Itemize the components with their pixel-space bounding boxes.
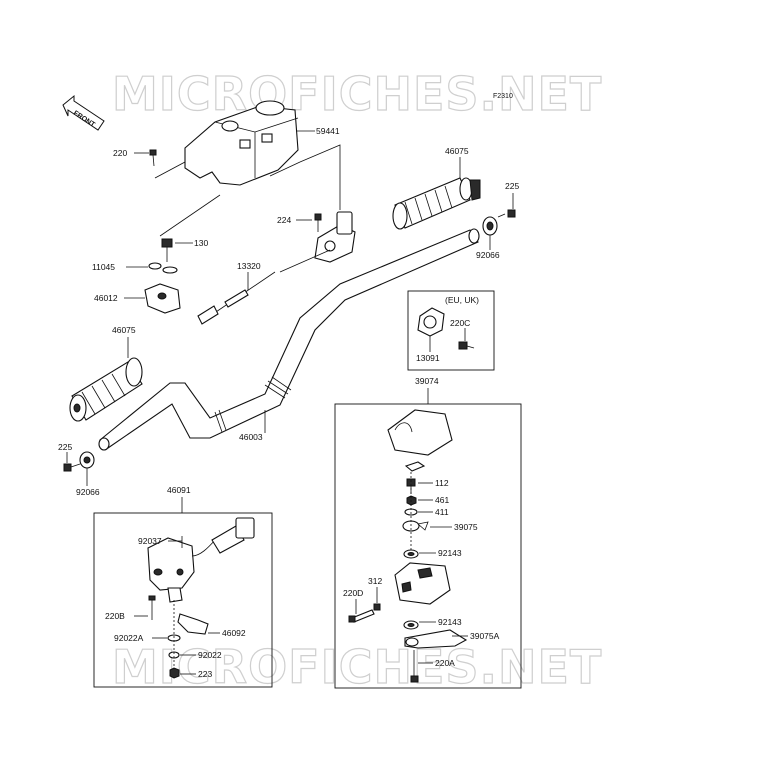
label-46091: 46091 bbox=[167, 485, 191, 495]
label-312: 312 bbox=[368, 576, 382, 586]
label-92066-top: 92066 bbox=[476, 250, 500, 260]
label-46012: 46012 bbox=[94, 293, 118, 303]
spring-39075 bbox=[402, 520, 429, 532]
screw-220C bbox=[458, 341, 475, 350]
label-13091: 13091 bbox=[416, 353, 440, 363]
label-130: 130 bbox=[194, 238, 208, 248]
label-46092: 46092 bbox=[222, 628, 246, 638]
switch-housing-left bbox=[147, 537, 195, 603]
clamp-46012 bbox=[144, 283, 181, 314]
screw-220A bbox=[410, 650, 419, 683]
screw-312 bbox=[373, 603, 381, 611]
throttle-housing bbox=[279, 211, 356, 273]
label-461: 461 bbox=[435, 495, 449, 505]
label-223: 223 bbox=[198, 669, 212, 679]
oring-92143-a bbox=[403, 549, 419, 559]
bolt-130 bbox=[161, 238, 173, 262]
lever-46092 bbox=[177, 613, 209, 635]
small-clip bbox=[404, 461, 426, 472]
figure-code: F2310 bbox=[493, 93, 513, 100]
handlebar-cover bbox=[184, 100, 299, 186]
left-grip bbox=[69, 357, 143, 422]
label-220B: 220B bbox=[105, 611, 125, 621]
connector-46091 bbox=[191, 517, 255, 557]
left-switch-box bbox=[93, 512, 273, 688]
washer-11045 bbox=[148, 262, 178, 274]
label-13320: 13320 bbox=[237, 261, 261, 271]
label-220: 220 bbox=[113, 148, 127, 158]
screw-225-left bbox=[63, 463, 81, 472]
label-92022: 92022 bbox=[198, 650, 222, 660]
front-arrow-icon: FRONT bbox=[62, 94, 105, 131]
bracket-13091 bbox=[417, 307, 445, 337]
label-225-left: 225 bbox=[58, 442, 72, 452]
handlebar-46003 bbox=[98, 228, 480, 451]
lever-39075A bbox=[404, 629, 468, 649]
label-220A: 220A bbox=[435, 658, 455, 668]
label-46075-top: 46075 bbox=[445, 146, 469, 156]
screw-224 bbox=[314, 213, 322, 232]
label-220C: 220C bbox=[450, 318, 470, 328]
bar-end-92066-top bbox=[482, 216, 498, 236]
label-92022A: 92022A bbox=[114, 633, 144, 643]
bar-end-92066-left bbox=[79, 451, 95, 469]
watermark-bottom: MICROFICHES.NET bbox=[112, 640, 602, 694]
eu-uk-box bbox=[407, 290, 495, 371]
label-92143-b: 92143 bbox=[438, 617, 462, 627]
label-39075A: 39075A bbox=[470, 631, 500, 641]
label-eu-uk: (EU, UK) bbox=[445, 295, 479, 305]
label-92037: 92037 bbox=[138, 536, 162, 546]
label-39075: 39075 bbox=[454, 522, 478, 532]
label-92066-left: 92066 bbox=[76, 487, 100, 497]
screw-220B bbox=[148, 595, 156, 620]
screw-220D bbox=[348, 609, 375, 623]
label-46075-left: 46075 bbox=[112, 325, 136, 335]
label-39074: 39074 bbox=[415, 376, 439, 386]
nut-223 bbox=[169, 667, 180, 679]
label-11045: 11045 bbox=[92, 262, 115, 272]
throttle-cable bbox=[197, 271, 276, 325]
label-220D: 220D bbox=[343, 588, 363, 598]
switch-housing-right bbox=[394, 562, 451, 605]
label-59441: 59441 bbox=[316, 126, 340, 136]
label-224: 224 bbox=[277, 215, 291, 225]
oring-92143-b bbox=[403, 620, 419, 630]
label-225-top: 225 bbox=[505, 181, 519, 191]
right-grip bbox=[392, 177, 481, 230]
screw-225-top bbox=[497, 209, 516, 218]
screw-220 bbox=[149, 149, 157, 167]
label-92143-a: 92143 bbox=[438, 548, 462, 558]
switch-cover-39074 bbox=[387, 409, 453, 456]
watermark-top: MICROFICHES.NET bbox=[112, 67, 602, 121]
label-411: 411 bbox=[435, 507, 449, 517]
label-112: 112 bbox=[435, 478, 449, 488]
nut-461 bbox=[406, 495, 417, 506]
label-46003: 46003 bbox=[239, 432, 263, 442]
